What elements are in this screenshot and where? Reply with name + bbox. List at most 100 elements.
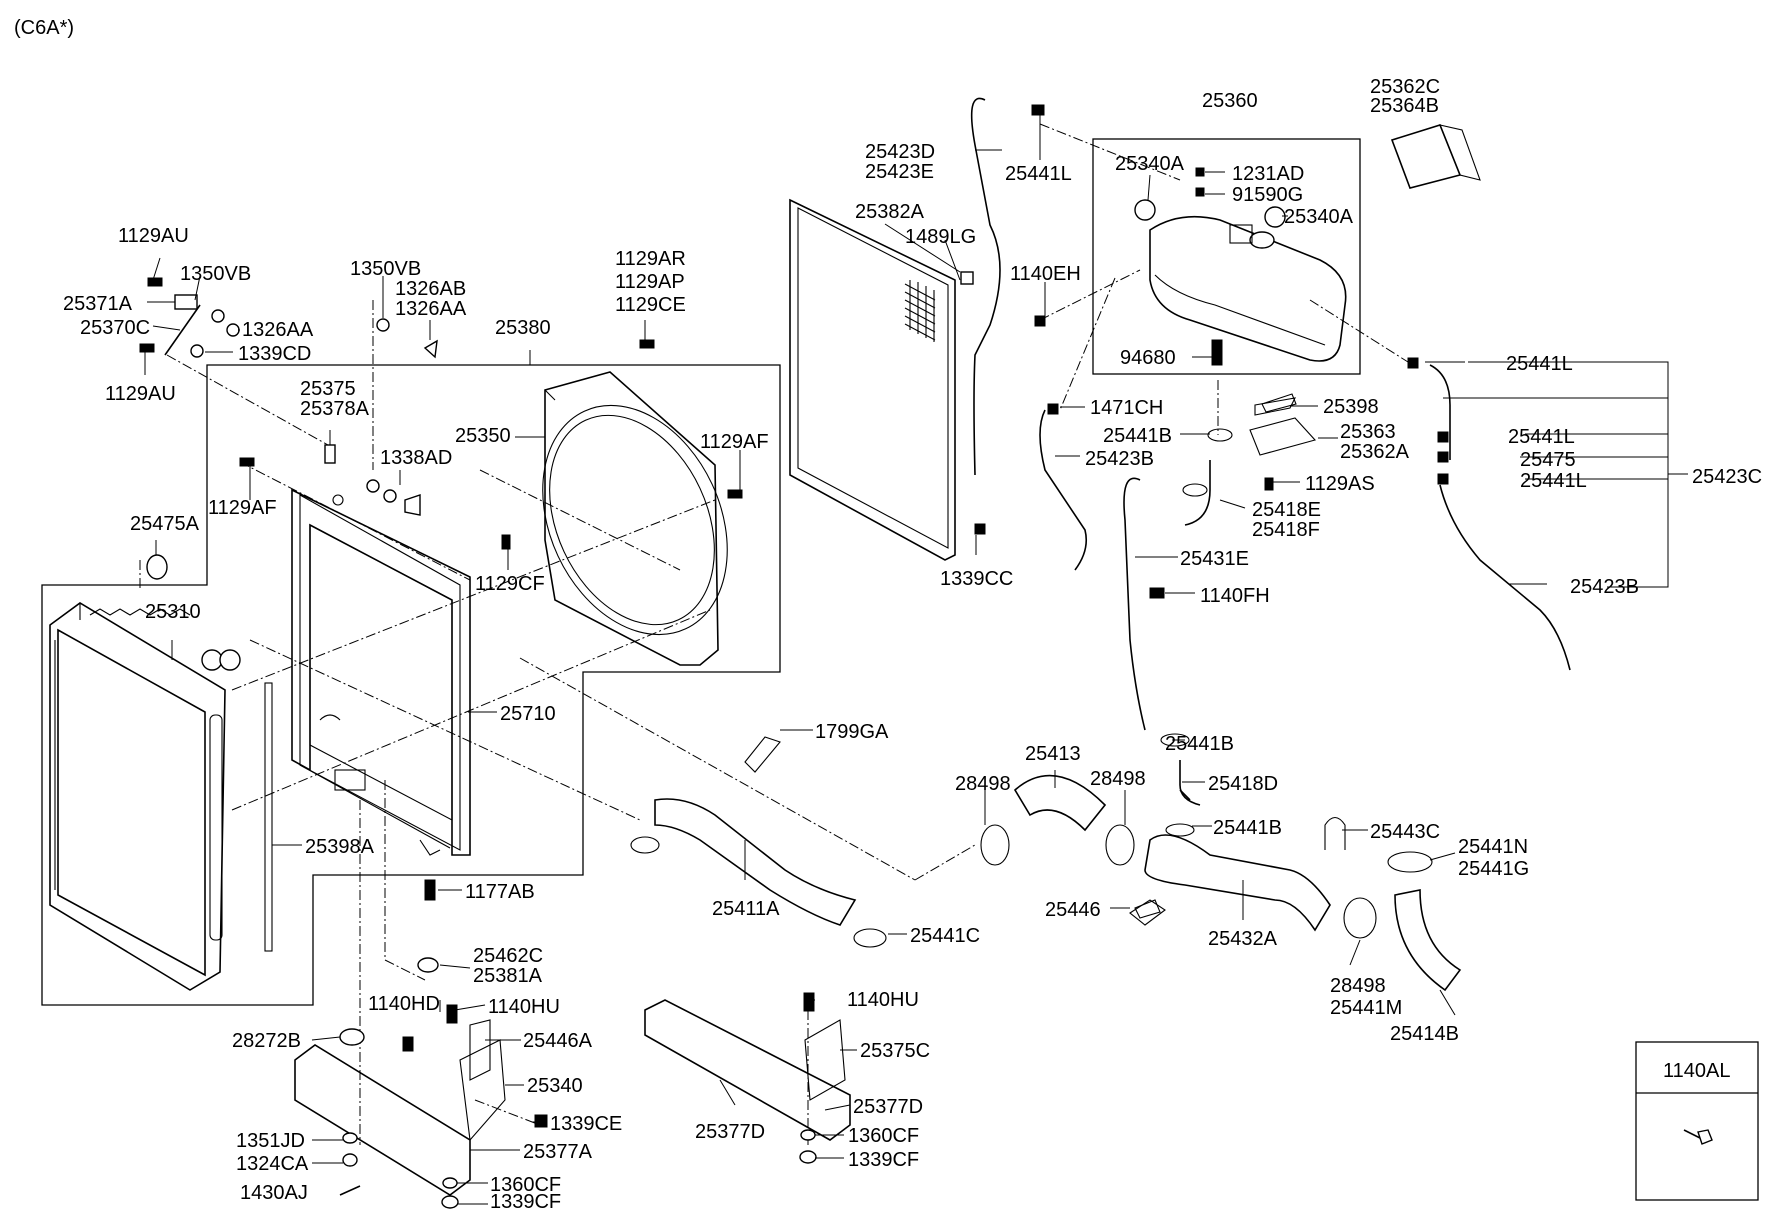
label-1471CH: 1471CH [1090, 397, 1163, 419]
label-28272B: 28272B [232, 1030, 301, 1052]
label-25340A-a: 25340A [1115, 153, 1185, 175]
label-25418F: 25418F [1252, 519, 1320, 541]
label-25441L-top: 25441L [1005, 163, 1072, 185]
label-25375C: 25375C [860, 1040, 930, 1062]
label-28498-b: 28498 [1090, 768, 1146, 790]
label-1339CF-a: 1339CF [848, 1149, 919, 1171]
label-1324CA: 1324CA [236, 1153, 309, 1175]
label-94680: 94680 [1120, 347, 1176, 369]
label-25423C: 25423C [1692, 466, 1762, 488]
label-25382A: 25382A [855, 201, 925, 223]
label-25423D: 25423D [865, 141, 935, 163]
label-1360CF-a: 1360CF [848, 1125, 919, 1147]
label-1129AP: 1129AP [615, 271, 685, 293]
label-1129CF: 1129CF [475, 573, 545, 595]
label-28498-c: 28498 [1330, 975, 1386, 997]
label-25310: 25310 [145, 601, 201, 623]
label-1129AR: 1129AR [615, 248, 686, 270]
part-labels: 25360 25362C 25364B 25423D 25423E 25441L… [63, 76, 1762, 1211]
label-25360: 25360 [1202, 90, 1258, 112]
label-25462C: 25462C [473, 945, 543, 967]
label-1339CF-b: 1339CF [490, 1191, 561, 1211]
label-1326AA-b: 1326AA [395, 298, 467, 320]
label-1799GA: 1799GA [815, 721, 889, 743]
label-28498-a: 28498 [955, 773, 1011, 795]
label-25398A: 25398A [305, 836, 375, 858]
label-25362A: 25362A [1340, 441, 1410, 463]
label-1140FH: 1140FH [1200, 585, 1270, 607]
label-25377D-b: 25377D [695, 1121, 765, 1143]
label-25710: 25710 [500, 703, 556, 725]
label-1430AJ: 1430AJ [240, 1182, 308, 1204]
label-1140HU-a: 1140HU [488, 996, 560, 1018]
label-25441B-c: 25441B [1213, 817, 1282, 839]
inset-part-number: 1140AL [1663, 1060, 1730, 1082]
label-25377D-a: 25377D [853, 1096, 923, 1118]
label-25475: 25475 [1520, 449, 1576, 471]
label-25441C: 25441C [910, 925, 980, 947]
reservoir-tank [1134, 199, 1347, 366]
radiator [49, 602, 241, 991]
label-1326AB: 1326AB [395, 278, 466, 300]
hardware [139, 104, 1449, 1209]
label-25441L-r1: 25441L [1506, 353, 1573, 375]
hose-clamps [630, 428, 1433, 948]
label-25350: 25350 [455, 425, 511, 447]
label-25371A: 25371A [63, 293, 133, 315]
label-25362C: 25362C [1370, 76, 1440, 98]
label-25423B-a: 25423B [1085, 448, 1154, 470]
label-25363: 25363 [1340, 421, 1396, 443]
label-25398: 25398 [1323, 396, 1379, 418]
label-25381A: 25381A [473, 965, 543, 987]
bolt-icon [1683, 1129, 1713, 1145]
hoses [970, 97, 1571, 806]
cap-box [1390, 124, 1481, 189]
label-1326AA-a: 1326AA [242, 319, 314, 341]
label-1350VB-b: 1350VB [350, 258, 421, 280]
radiator-frame [291, 488, 471, 856]
label-1129AF-a: 1129AF [700, 431, 769, 453]
leader-lines [144, 115, 1547, 1205]
label-25446A: 25446A [523, 1030, 593, 1052]
inset-1140AL: 1140AL [1635, 1041, 1759, 1201]
fan-shroud [542, 371, 728, 666]
assembly-lines [139, 123, 1409, 1145]
label-25441G: 25441G [1458, 858, 1529, 880]
label-1339CD: 1339CD [238, 343, 311, 365]
label-25378A: 25378A [300, 398, 370, 420]
label-25370C: 25370C [80, 317, 150, 339]
label-1129AU-a: 1129AU [118, 225, 189, 247]
label-25423E: 25423E [865, 161, 934, 183]
label-25441L-r2: 25441L [1508, 426, 1575, 448]
label-1489LG: 1489LG [905, 226, 976, 248]
model-code: (C6A*) [14, 17, 74, 39]
label-25418D: 25418D [1208, 773, 1278, 795]
label-1140HU-b: 1140HU [847, 989, 919, 1011]
label-25446: 25446 [1045, 899, 1101, 921]
label-1339CC: 1339CC [940, 568, 1013, 590]
label-25431E: 25431E [1180, 548, 1249, 570]
label-1177AB: 1177AB [465, 881, 535, 903]
label-1129AS: 1129AS [1305, 473, 1375, 495]
label-25375: 25375 [300, 378, 356, 400]
label-25441B-b: 25441B [1165, 733, 1234, 755]
label-25364B: 25364B [1370, 95, 1439, 117]
label-1140EH: 1140EH [1010, 263, 1081, 285]
label-1351JD: 1351JD [236, 1130, 305, 1152]
label-25441B-a: 25441B [1103, 425, 1172, 447]
shroud-panel [789, 198, 956, 561]
label-25443C: 25443C [1370, 821, 1440, 843]
label-25413: 25413 [1025, 743, 1081, 765]
label-25441M: 25441M [1330, 997, 1402, 1019]
label-1129AU-b: 1129AU [105, 383, 176, 405]
label-25418E: 25418E [1252, 499, 1321, 521]
label-91590G: 91590G [1232, 184, 1303, 206]
label-25340: 25340 [527, 1075, 583, 1097]
radiator-hoses [654, 774, 1462, 992]
label-1338AD: 1338AD [380, 447, 452, 469]
label-25414B: 25414B [1390, 1023, 1459, 1045]
mount-brackets [264, 397, 1317, 1196]
label-1350VB-a: 1350VB [180, 263, 251, 285]
label-1339CE: 1339CE [550, 1113, 622, 1135]
